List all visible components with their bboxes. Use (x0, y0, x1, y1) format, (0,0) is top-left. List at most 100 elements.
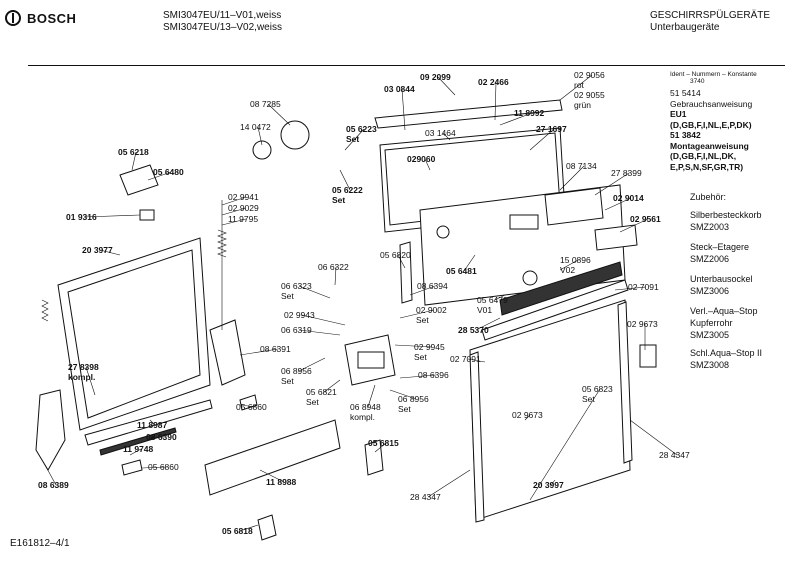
motor-pulley (252, 140, 272, 160)
document-line: (D,GB,F,I,NL,E,P,DK) (670, 119, 752, 130)
leader-line (257, 126, 263, 146)
part-number-label: 05 6222 (332, 185, 363, 195)
part-number-label: 20 3977 (82, 245, 113, 255)
part-number-label: Set (281, 291, 294, 301)
brand: BOSCH (5, 10, 76, 26)
part-number-label: 06 8956 (281, 366, 312, 376)
leader-line (594, 172, 630, 196)
kick-plate (204, 419, 341, 496)
document-line: 51 5414 (670, 88, 701, 98)
leader-line (241, 404, 255, 408)
leader-line (394, 344, 433, 348)
part-number-label: 27 8399 (611, 168, 642, 178)
document-line: Gebrauchsanweisung (670, 98, 753, 109)
part-number-label: V02 (560, 265, 575, 275)
leader-line (559, 259, 579, 271)
part-number-label: 05 6815 (368, 438, 399, 448)
part-number-label: 05 6820 (380, 250, 411, 260)
leader-line (301, 314, 346, 326)
part-number-label: 05 6481 (446, 266, 477, 276)
leader-line (389, 389, 417, 400)
foot-056860-b (239, 394, 258, 411)
leader-line (399, 374, 437, 379)
handle-bar (499, 261, 623, 316)
document-line: (D,GB,F,I,NL,DK, (670, 151, 737, 161)
leader-line (559, 74, 593, 101)
diagram-code: E161812–4/1 (10, 538, 70, 549)
part-number-label: 05 6480 (153, 167, 184, 177)
control-top-strip (374, 99, 563, 129)
leader-line (467, 358, 486, 363)
part-number-label: 05 6218 (118, 147, 149, 157)
part-number-label: 28 4347 (410, 492, 441, 502)
leader-line (221, 207, 247, 216)
part-number-label: 05 6223 (346, 124, 377, 134)
leader-line (323, 379, 341, 393)
leader-line (298, 329, 341, 336)
accessories-title: Zubehör: (690, 192, 727, 202)
leader-line (267, 103, 291, 126)
part-number-label: 05 6860 (236, 402, 267, 412)
part-number-label: 06 6323 (281, 281, 312, 291)
part-number-label: Set (414, 352, 427, 362)
leader-line (44, 464, 57, 486)
leader-line (442, 132, 451, 141)
accessory-line: Kupferrohr (690, 318, 733, 328)
leader-line (475, 317, 501, 331)
part-number-label: 05 6818 (222, 526, 253, 536)
brand-name: BOSCH (27, 10, 77, 26)
part-number-label: 02 9941 (228, 192, 259, 202)
leader-line (334, 266, 337, 286)
part-number-label: Set (398, 404, 411, 414)
part-number-label: 06 8956 (398, 394, 429, 404)
hinge-cover (399, 241, 413, 304)
part-number-label: 11 8992 (514, 108, 545, 118)
part-number-label: 05 6821 (306, 387, 337, 397)
leader-line (298, 285, 331, 299)
part-number-label: 02 9029 (228, 203, 259, 213)
leader-line (129, 448, 142, 456)
leader-line (239, 524, 259, 532)
leader-line (131, 151, 137, 171)
document-line: Montageanweisung (670, 140, 749, 151)
part-number-label: 02 9945 (414, 342, 445, 352)
leader-line (463, 254, 476, 272)
latch-assembly (119, 164, 159, 196)
part-number-label: Set (416, 315, 429, 325)
part-number-label: 05 6479 (477, 295, 508, 305)
part-number-label: 08 6389 (38, 480, 69, 490)
foot-056860 (121, 459, 143, 476)
document-line: E,P,S,N,SF,GR,TR) (670, 161, 744, 172)
leader-line (221, 218, 247, 226)
accessory-line: SMZ2006 (690, 254, 730, 264)
model-line-2: SMI3047EU/13–V02,weiss (163, 22, 282, 33)
aqua-stop-valve (639, 344, 657, 368)
leader-line (529, 128, 555, 151)
leader-line (141, 466, 167, 469)
door-side-strip-right (617, 301, 633, 464)
part-number-label: 06 6319 (281, 325, 312, 335)
accessory-line: Verl.–Aqua–Stop (690, 306, 758, 316)
part-number-label: 02 9673 (627, 319, 658, 329)
leader-line (401, 88, 406, 131)
accessory-line: Unterbausockel (690, 274, 753, 284)
part-number-label: 11 8987 (137, 420, 168, 430)
part-number-label: 02 9055 (574, 90, 605, 100)
part-number-label: kompl. (68, 372, 95, 382)
bracket-019316 (139, 209, 155, 221)
part-number-label: 02 9561 (630, 214, 661, 224)
category-line-1: GESCHIRRSPÜLGERÄTE (650, 10, 771, 21)
leader-line (409, 285, 436, 296)
accessory-line: SMZ3008 (690, 360, 730, 370)
part-number-label: rot (574, 80, 585, 90)
part-number-label: 02 9014 (613, 193, 644, 203)
accessory-line: SMZ3005 (690, 330, 730, 340)
header-divider (28, 65, 785, 66)
part-number-label: 08 6394 (417, 281, 448, 291)
dispenser-lid (357, 351, 385, 369)
leader-line (494, 81, 497, 121)
leader-line (629, 419, 678, 456)
leader-line (85, 366, 96, 396)
leader-line (367, 384, 376, 408)
